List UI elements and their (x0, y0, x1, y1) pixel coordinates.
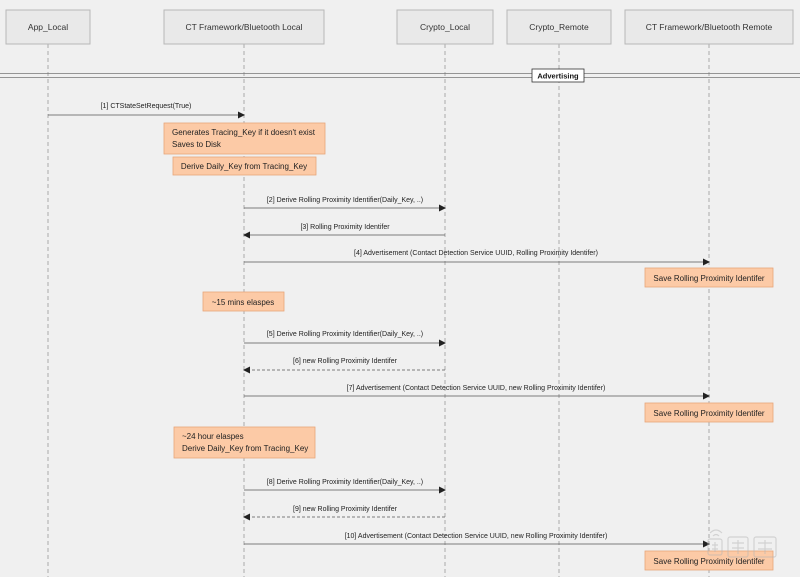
message-2: [2] Derive Rolling Proximity Identifier(… (244, 197, 446, 212)
message-6: [6] new Rolling Proximity Identifer (243, 358, 445, 374)
note-line: Generates Tracing_Key if it doesn't exis… (172, 128, 316, 137)
participant-label: Crypto_Remote (529, 22, 589, 32)
notes: Generates Tracing_Key if it doesn't exis… (163, 122, 774, 571)
note-line: Derive Daily_Key from Tracing_Key (181, 162, 307, 171)
note-generate-tracing-key: Generates Tracing_Key if it doesn't exis… (163, 122, 326, 155)
participant-label: App_Local (28, 22, 68, 32)
message-label: [2] Derive Rolling Proximity Identifier(… (267, 197, 423, 204)
message-10: [10] Advertisement (Contact Detection Se… (244, 533, 710, 548)
note-line: ~15 mins elaspes (212, 298, 274, 307)
participant-crypto-local[interactable]: Crypto_Local (396, 9, 494, 45)
message-1: [1] CTStateSetRequest(True) (48, 103, 245, 119)
messages: [1] CTStateSetRequest(True) [2] Derive R… (48, 103, 710, 548)
note-derive-daily-key: Derive Daily_Key from Tracing_Key (172, 156, 317, 176)
participant-label: CT Framework/Bluetooth Remote (646, 22, 773, 32)
message-label: [3] Rolling Proximity Identifer (300, 224, 390, 231)
note-line: Save Rolling Proximity Identifer (653, 557, 764, 566)
lifelines (47, 44, 710, 577)
message-4: [4] Advertisement (Contact Detection Ser… (244, 250, 710, 266)
participant-ct-remote[interactable]: CT Framework/Bluetooth Remote (624, 9, 794, 45)
note-line: Save Rolling Proximity Identifer (653, 409, 764, 418)
note-save-rpi-1: Save Rolling Proximity Identifer (644, 267, 774, 288)
message-label: [8] Derive Rolling Proximity Identifier(… (267, 479, 423, 486)
message-label: [6] new Rolling Proximity Identifer (293, 358, 398, 365)
message-label: [10] Advertisement (Contact Detection Se… (345, 533, 608, 540)
note-save-rpi-3: Save Rolling Proximity Identifer (644, 550, 774, 571)
message-label: [5] Derive Rolling Proximity Identifier(… (267, 331, 423, 338)
message-9: [9] new Rolling Proximity Identifer (243, 506, 445, 521)
message-label: [1] CTStateSetRequest(True) (101, 103, 192, 110)
participant-app-local[interactable]: App_Local (5, 9, 91, 45)
message-label: [9] new Rolling Proximity Identifer (293, 506, 398, 513)
participants: App_Local CT Framework/Bluetooth Local C… (5, 9, 794, 45)
note-line: Saves to Disk (172, 140, 222, 149)
message-7: [7] Advertisement (Contact Detection Ser… (244, 385, 710, 400)
advertising-separator: Advertising (0, 68, 800, 83)
note-24-hours: ~24 hour elaspes Derive Daily_Key from T… (173, 426, 316, 459)
note-line: Save Rolling Proximity Identifer (653, 274, 764, 283)
message-label: [4] Advertisement (Contact Detection Ser… (354, 250, 598, 257)
watermark-logo-icon (707, 529, 777, 558)
participant-label: CT Framework/Bluetooth Local (185, 22, 302, 32)
message-label: [7] Advertisement (Contact Detection Ser… (347, 385, 606, 392)
message-3: [3] Rolling Proximity Identifer (243, 224, 445, 239)
message-8: [8] Derive Rolling Proximity Identifier(… (244, 479, 446, 494)
note-15-mins: ~15 mins elaspes (202, 291, 285, 312)
note-save-rpi-2: Save Rolling Proximity Identifer (644, 402, 774, 423)
separator-label: Advertising (537, 72, 579, 81)
participant-crypto-remote[interactable]: Crypto_Remote (506, 9, 612, 45)
participant-label: Crypto_Local (420, 22, 470, 32)
note-line: Derive Daily_Key from Tracing_Key (182, 444, 308, 453)
participant-ct-local[interactable]: CT Framework/Bluetooth Local (163, 9, 325, 45)
message-5: [5] Derive Rolling Proximity Identifier(… (244, 331, 446, 347)
note-line: ~24 hour elaspes (182, 432, 244, 441)
